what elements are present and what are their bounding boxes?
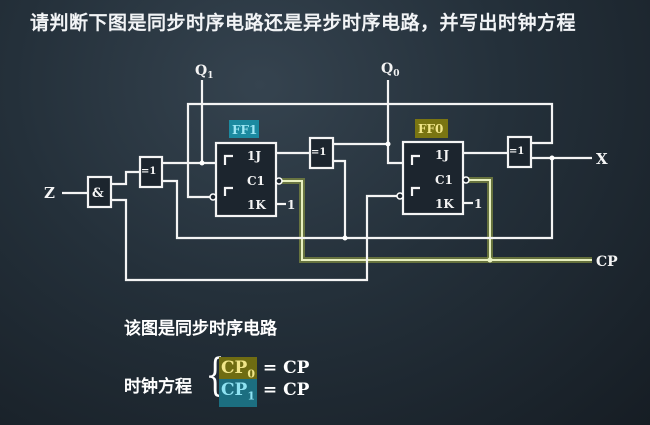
- svg-text:=1: =1: [141, 166, 156, 177]
- svg-text:C1: C1: [435, 173, 453, 187]
- svg-text:&: &: [92, 186, 104, 201]
- svg-text:C1: C1: [247, 174, 265, 188]
- xor-gate-2: =1: [308, 136, 335, 170]
- answer-statement: 该图是同步时序电路: [124, 319, 277, 339]
- svg-text:1K: 1K: [247, 198, 266, 212]
- svg-text:=1: =1: [509, 146, 524, 157]
- flip-flop-ff0: FF0 1J C1 1K 1: [396, 119, 482, 216]
- clock-equation-cp0: CP0 = CP: [219, 357, 309, 386]
- q0-label: Q0: [381, 61, 399, 79]
- svg-text:1J: 1J: [247, 149, 261, 163]
- svg-text:1: 1: [287, 198, 295, 212]
- output-x-label: X: [596, 150, 608, 168]
- question-title: 请判断下图是同步时序电路还是异步时序电路，并写出时钟方程: [30, 12, 577, 34]
- flip-flop-ff1: FF1 1J C1 1K 1: [209, 120, 295, 218]
- svg-text:1J: 1J: [435, 148, 449, 162]
- xor-gate-3: =1: [506, 135, 533, 169]
- q1-label: Q1: [195, 63, 213, 81]
- and-gate: &: [86, 175, 113, 209]
- clock-equation-cp1: CP1 = CP: [219, 379, 309, 408]
- wires: [62, 80, 592, 282]
- ff1-label: FF1: [232, 123, 257, 137]
- svg-text:1: 1: [474, 197, 482, 211]
- xor-gate-1: =1: [138, 155, 164, 189]
- clock-equation-label: 时钟方程: [124, 377, 192, 397]
- clock-wires: [280, 177, 592, 263]
- svg-text:1K: 1K: [435, 197, 454, 211]
- input-cp-label: CP: [596, 254, 618, 270]
- input-z-label: Z: [44, 184, 55, 202]
- svg-text:=1: =1: [311, 147, 326, 158]
- ff0-label: FF0: [418, 122, 443, 136]
